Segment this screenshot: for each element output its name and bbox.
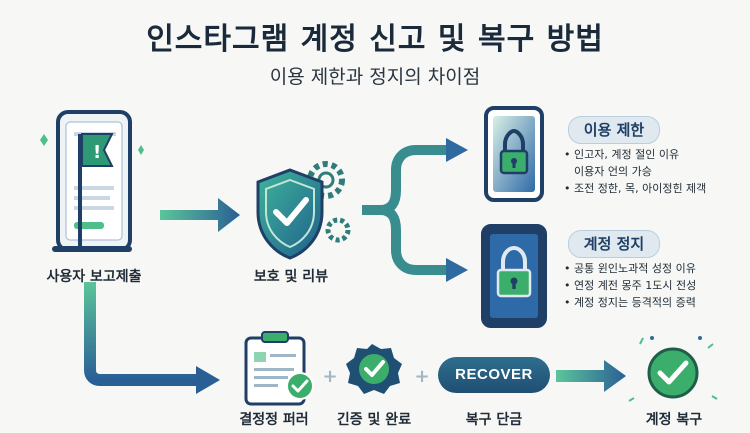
restriction-bullet: •조전 정한, 목, 아이정힌 제객: [564, 182, 707, 195]
verify-label: 긴증 및 완료: [336, 412, 412, 428]
plus-sign: +: [322, 366, 338, 387]
lock-phone-suspension-icon: [481, 224, 547, 328]
suspension-bullet: •계정 정지는 등격적의 증력: [564, 296, 696, 309]
arrow-to-review: [160, 198, 240, 232]
report-phone-icon: !: [40, 110, 144, 252]
restored-label: 계정 복구: [645, 412, 703, 428]
arrow-to-restored: [556, 360, 626, 392]
restriction-pill: 이용 제한: [568, 116, 660, 144]
page-title: 인스타그램 계정 신고 및 복구 방법: [146, 22, 604, 57]
plus-sign: +: [414, 366, 430, 387]
review-label: 보호 및 리뷰: [253, 269, 329, 285]
restriction-bullets: •인고자, 계정 절인 이유 이용자 언의 가승 •조전 정한, 목, 아이정힌…: [564, 146, 706, 197]
arrow-to-decision: [84, 282, 198, 386]
verified-badge-icon: [346, 344, 402, 394]
restriction-bullet: •인고자, 계정 절인 이유: [564, 148, 680, 161]
suspension-bullet: •연정 계전 몽주 1도시 전성: [564, 279, 697, 292]
suspension-bullet: •공통 윈인노과적 성정 이유: [564, 262, 696, 275]
suspension-bullets: •공통 윈인노과적 성정 이유 •연정 계전 몽주 1도시 전성 •계정 정지는…: [564, 260, 696, 311]
page-subtitle: 이용 제한과 정지의 차이점: [269, 66, 481, 88]
clipboard-icon: [244, 331, 314, 406]
branch-arrow: [362, 138, 468, 282]
shield-check-icon: [256, 161, 351, 260]
recover-label: 복구 단금: [465, 412, 523, 428]
decision-label: 결정정 퍼러: [239, 412, 309, 428]
restored-check-icon: [628, 336, 718, 402]
restriction-bullet: 이용자 언의 가승: [574, 165, 652, 178]
lock-phone-restriction-icon: [484, 106, 544, 202]
recover-badge: RECOVER: [438, 357, 550, 393]
svg-text:!: !: [93, 142, 101, 163]
report-label: 사용자 보고제출: [46, 269, 142, 285]
suspension-pill: 계정 정지: [568, 230, 660, 258]
